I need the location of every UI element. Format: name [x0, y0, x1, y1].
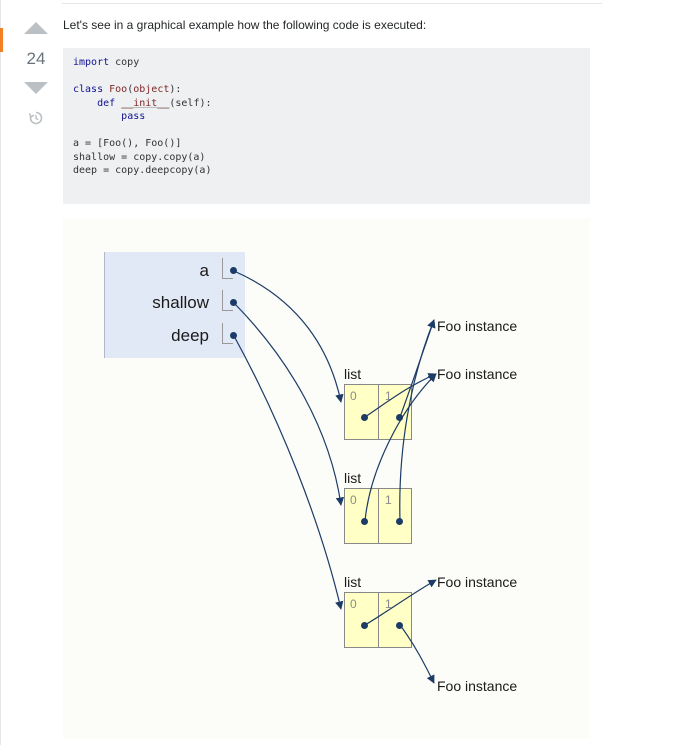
list-label: list: [344, 366, 362, 382]
pointer-dot: [230, 299, 237, 306]
accepted-accent-bar: [0, 28, 3, 52]
top-divider: [62, 3, 602, 4]
foo-instance-label: Foo instance: [437, 678, 518, 694]
pointer-dot: [396, 414, 403, 421]
code-block: import copy class Foo(object): def __ini…: [63, 48, 590, 204]
pointer-dot: [396, 622, 403, 629]
foo-instance-label: Foo instance: [437, 318, 518, 334]
code-line: class Foo(object):: [73, 84, 182, 95]
var-deep-cell: [222, 323, 233, 344]
pointer-dot: [396, 518, 403, 525]
pointer-dot: [361, 414, 368, 421]
foo-instance-label: Foo instance: [437, 366, 518, 382]
downvote-icon[interactable]: [24, 82, 48, 94]
list-label: list: [344, 470, 362, 486]
history-icon[interactable]: [28, 110, 44, 131]
code-line: pass: [121, 111, 146, 122]
index-label: 1: [385, 597, 392, 611]
list-box: 0 1: [344, 384, 412, 440]
code-line: shallow = copy.copy(a): [73, 151, 206, 163]
pointer-dot: [361, 518, 368, 525]
answer-intro-text: Let's see in a graphical example how the…: [63, 18, 427, 32]
code-line: deep = copy.deepcopy(a): [73, 165, 212, 176]
var-deep-label: deep: [171, 326, 209, 345]
pointer-dot: [230, 267, 237, 274]
vote-count: 24: [26, 49, 46, 68]
var-a-cell: [222, 258, 233, 279]
pointer-dot: [361, 622, 368, 629]
var-a-label: a: [199, 261, 209, 280]
left-border: [0, 0, 1, 745]
var-shallow-cell: [222, 290, 233, 311]
pointer-dot: [230, 332, 237, 339]
index-label: 0: [350, 597, 357, 611]
index-label: 1: [385, 493, 392, 507]
upvote-icon[interactable]: [24, 22, 48, 34]
code-line: a = [Foo(), Foo()]: [73, 138, 182, 149]
list-box: 0 1: [344, 592, 412, 648]
code-line: import copy: [73, 57, 140, 68]
code-line: def __init__(self):: [97, 97, 212, 109]
index-label: 1: [385, 389, 392, 403]
index-label: 0: [350, 389, 357, 403]
list-label: list: [344, 574, 362, 590]
list-box: 0 1: [344, 488, 412, 544]
index-label: 0: [350, 493, 357, 507]
foo-instance-label: Foo instance: [437, 574, 518, 590]
globals-frame: [104, 252, 245, 358]
var-shallow-label: shallow: [152, 293, 209, 312]
